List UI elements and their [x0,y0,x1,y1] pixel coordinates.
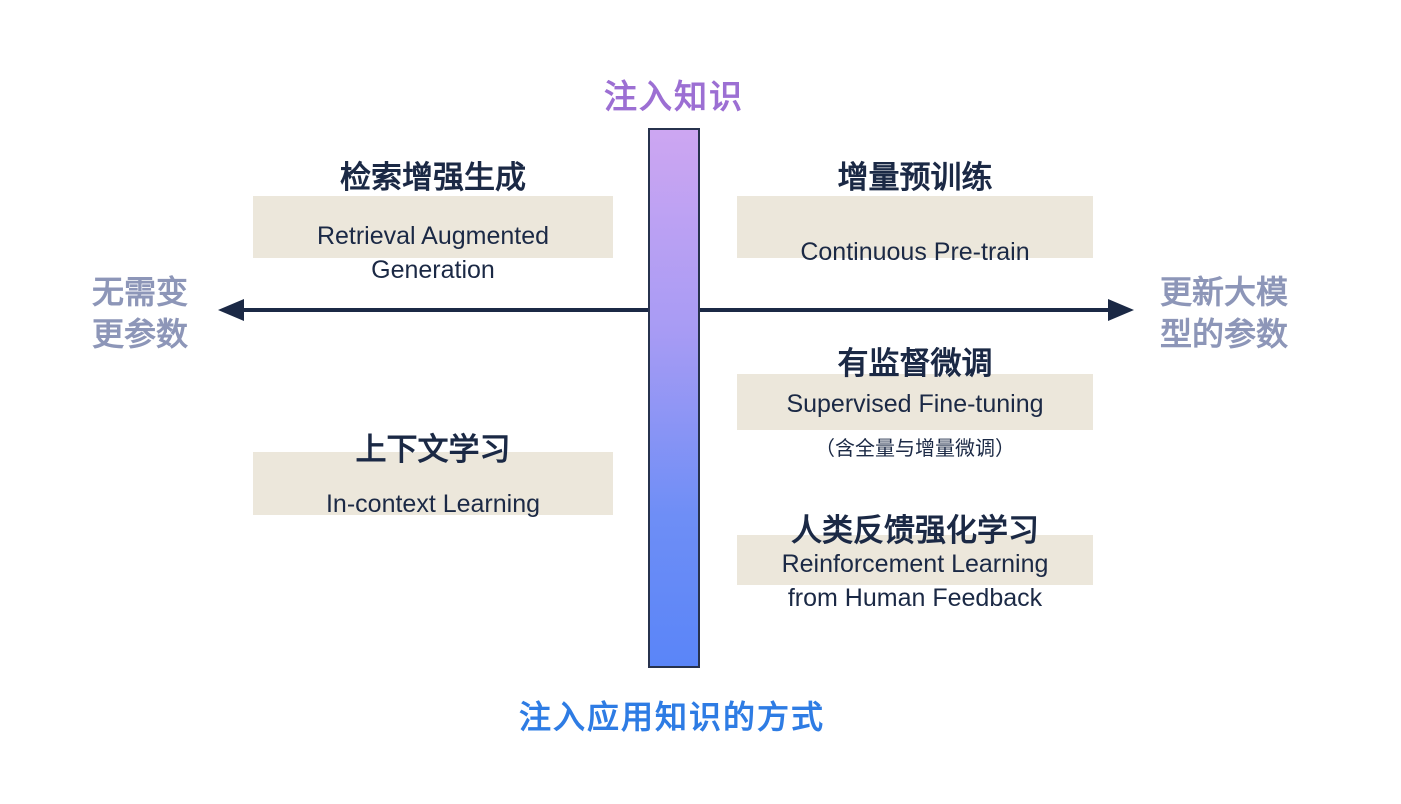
rlhf-en-line1: Reinforcement Learning [781,550,1049,578]
rlhf-highlight-box [737,535,1093,585]
sft-en-label: Supervised Fine-tuning [786,390,1044,418]
continuous-pretrain-highlight-box [737,196,1093,258]
left-axis-label: 无需变 更参数 [75,272,205,355]
continuous-pretrain-zh-title: 增量预训练 [837,160,993,195]
continuous-pretrain-en-label: Continuous Pre-train [800,238,1030,266]
rag-en-line2: Generation [371,255,495,284]
icl-zh-title: 上下文学习 [355,432,511,467]
rag-en-label: Retrieval Augmented Generation [253,220,613,288]
rag-en-line1: Retrieval Augmented [316,222,550,250]
icl-en-label: In-context Learning [325,490,541,518]
top-axis-title: 注入知识 [604,78,744,115]
right-axis-label: 更新大模 型的参数 [1138,272,1310,355]
rlhf-zh-title: 人类反馈强化学习 [791,513,1039,548]
bottom-axis-title: 注入应用知识的方式 [518,699,825,735]
right-axis-label-line2: 型的参数 [1159,315,1288,352]
rlhf-en-line2: from Human Feedback [787,583,1043,612]
left-axis-label-line1: 无需变 [91,274,188,310]
vertical-gradient-bar [648,128,700,668]
rag-zh-title: 检索增强生成 [340,160,526,195]
sft-zh-title: 有监督微调 [837,346,993,381]
right-axis-label-line1: 更新大模 [1159,274,1288,310]
left-axis-label-line2: 更参数 [91,315,188,352]
icl-highlight-box [253,452,613,515]
rag-highlight-box [253,196,613,258]
sft-highlight-box [737,374,1093,430]
rlhf-en-label: Reinforcement Learning from Human Feedba… [737,548,1093,616]
sft-note-label: （含全量与增量微调） [815,438,1015,460]
